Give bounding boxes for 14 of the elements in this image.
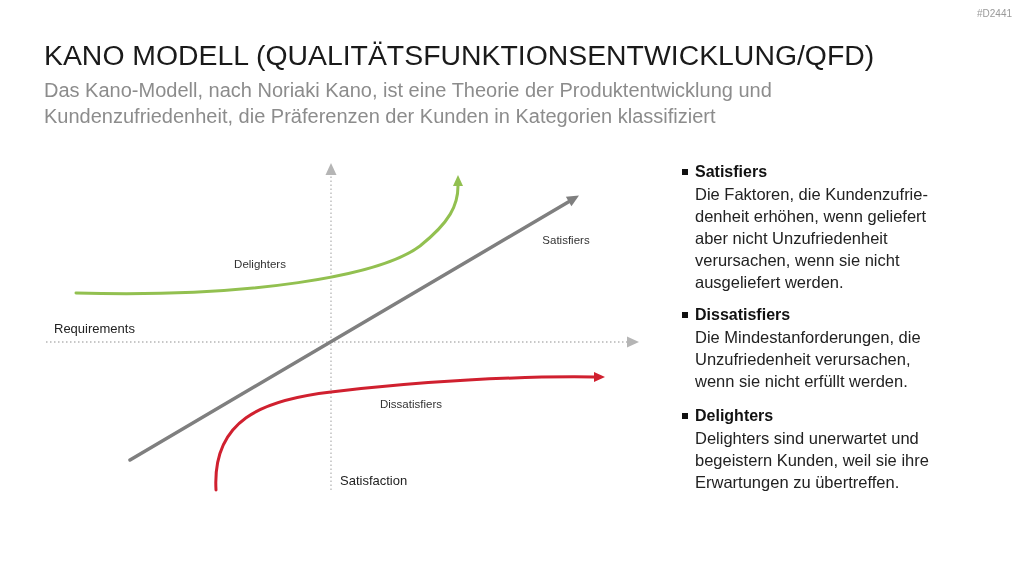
description: Die Faktoren, die Kundenzufrie-denheit erhöhen, wenn geliefert aber nicht Unzufriedenheit verursachen, wenn sie nicht ausgeliefert werden. xyxy=(695,184,929,293)
title: KANO MODELL (QUALITÄTSFUNKTIONSENTWICKLUNG/QFD) xyxy=(44,38,875,73)
curve-label: Delighters xyxy=(234,257,286,271)
subtitle: Das Kano-Modell, nach Noriaki Kano, ist eine Theorie der Produktentwicklung und Kundenzufriedenheit, die Präferenzen der Kunden in Kategorien klassifiziert xyxy=(44,78,773,129)
axis-label: Requirements xyxy=(54,321,135,337)
heading: Delighters xyxy=(695,406,774,426)
curve-label: Satisfiers xyxy=(542,233,590,247)
axis-label: Satisfaction xyxy=(340,473,408,489)
heading: Dissatisfiers xyxy=(695,305,791,325)
description: Delighters sind unerwartet und begeistern Kunden, weil sie ihre Erwartungen zu übertreffen. xyxy=(695,428,930,493)
slide-code: #D2441 xyxy=(976,7,1012,20)
description: Die Mindestanforderungen, die Unzufriedenheit verursachen, wenn sie nicht erfüllt werden. xyxy=(695,327,922,392)
heading: Satisfiers xyxy=(695,162,768,182)
curve-label: Dissatisfiers xyxy=(380,397,442,411)
